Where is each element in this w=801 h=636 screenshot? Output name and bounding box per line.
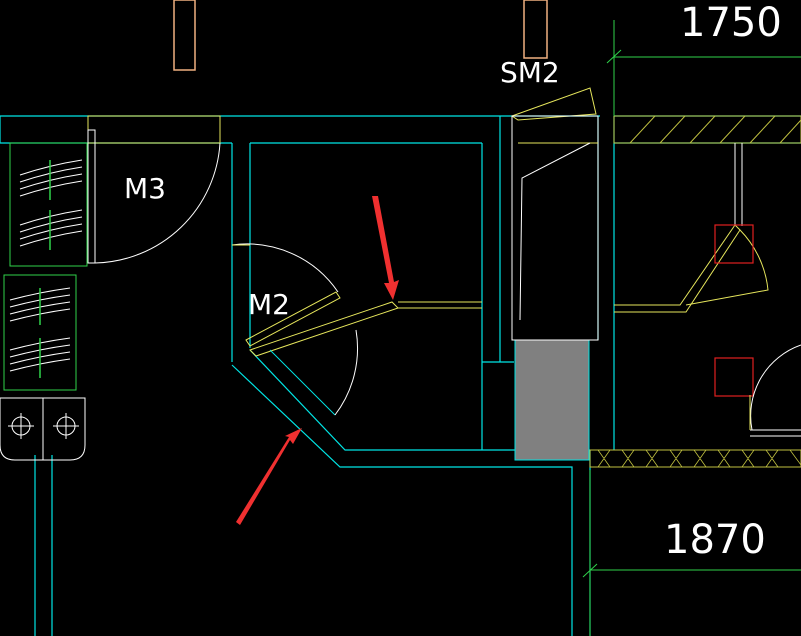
fixture-base: [0, 397, 86, 461]
dimension-lines: [582, 20, 801, 636]
door-label-m2: M2: [248, 288, 290, 321]
hatch-bottom-frame: [589, 449, 801, 468]
red-box-upper: [714, 224, 754, 264]
wall-diagonal-inner: [249, 349, 590, 451]
top-object-right: [523, 0, 548, 59]
door-sm2: [510, 87, 599, 341]
red-box-lower: [714, 357, 754, 397]
gray-column: [514, 339, 590, 461]
annotation-arrow-up: [236, 428, 302, 525]
dimension-top: 1750: [680, 0, 782, 46]
hatch-top-right-frame: [613, 115, 801, 144]
left-fixtures: [0, 142, 88, 461]
door-m3: [87, 115, 221, 264]
door-label-sm2: SM2: [500, 56, 560, 89]
wall-diagonal-outer: [231, 364, 573, 636]
door-label-m3: M3: [124, 172, 166, 205]
fixture-frame-top: [9, 142, 88, 267]
right-doors: [614, 143, 801, 437]
door-m2: [231, 243, 482, 416]
drain-icon: [8, 413, 79, 439]
annotation-arrow-down: [372, 196, 399, 300]
dimension-bottom: 1870: [664, 517, 766, 563]
top-object-left: [173, 0, 196, 71]
top-objects: [173, 0, 548, 71]
annotation-arrows: [236, 196, 399, 525]
hatched-walls: [589, 115, 801, 468]
fixture-frame-bottom: [3, 274, 77, 391]
